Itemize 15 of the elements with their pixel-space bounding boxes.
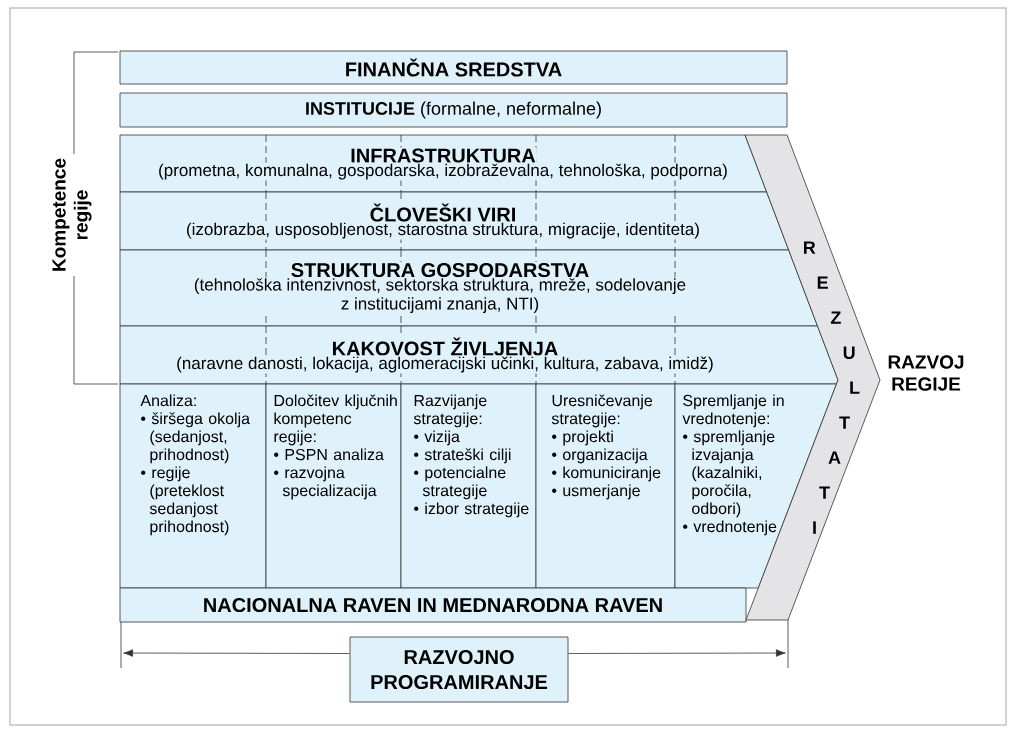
arrow xyxy=(123,649,350,657)
arrow xyxy=(568,649,786,657)
row-band: ČLOVEŠKI VIRI (izobrazba, usposobljenost, starostna struktura, migracije, identiteta) xyxy=(119,191,790,251)
base-band: NACIONALNA RAVEN IN MEDNARODNA RAVEN xyxy=(119,587,747,623)
row-band: INFRASTRUKTURA (prometna, komunalna, gospodarska, izobraževalna, tehnološka, podporna) xyxy=(119,134,768,193)
row-band: KAKOVOST ŽIVLJENJA (naravne danosti, lokacija, aglomeracijski učinki, kultura, zabava, imidž) xyxy=(119,325,839,385)
title-band: FINANČNA SREDSTVA xyxy=(119,50,788,85)
title-band: INSTITUCIJE (formalne, neformalne) xyxy=(119,92,788,128)
step-description: Uresničevanje strategije: • projekti • organizacija • komuniciranje • usmerjanje xyxy=(551,394,661,500)
side-label: Kompetence regije xyxy=(51,154,93,276)
step-description: Določitev ključnih kompetenc regije: • PSPN analiza • razvojna specializacija xyxy=(274,394,397,500)
result-label: RAZVOJ REGIJE xyxy=(888,355,964,391)
step-description: Analiza: • širšega okolja (sedanjost, prihodnost) • regije (preteklost sedanjost prihodnost) xyxy=(140,394,250,536)
label-box: RAZVOJNO PROGRAMIRANJE xyxy=(349,636,569,703)
step-description: Razvijanje strategije: • vizija • strateški cilji • potencialne strategije • izbor strategije xyxy=(413,394,529,518)
